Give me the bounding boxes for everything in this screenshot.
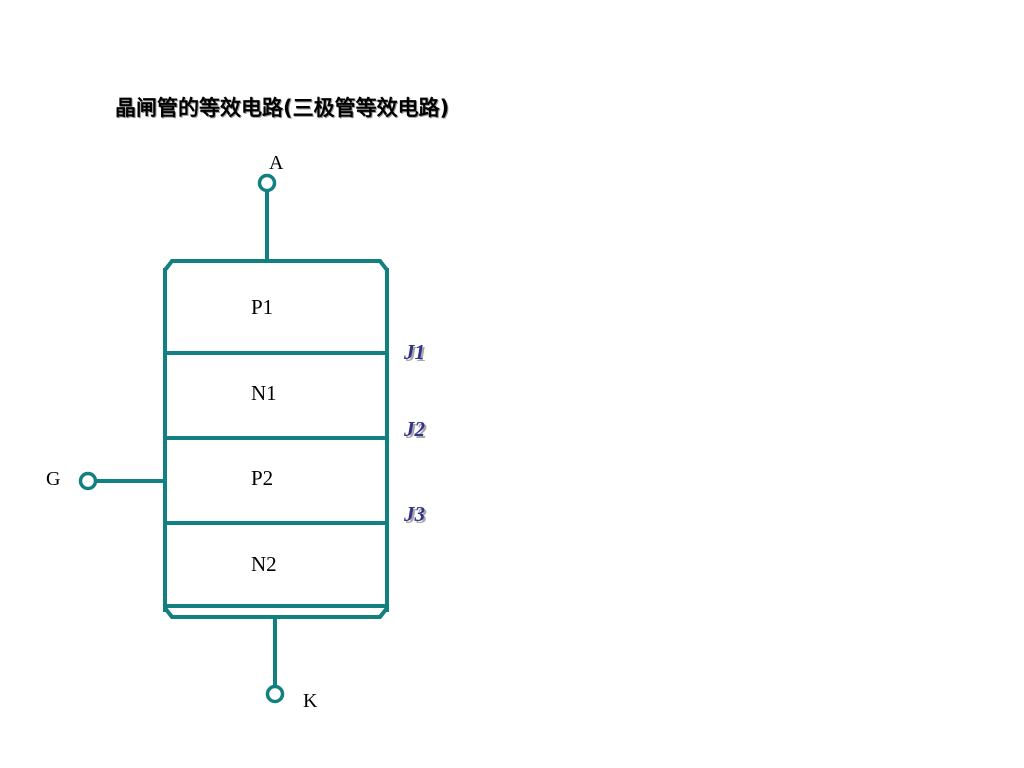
gate-label: G xyxy=(46,468,60,490)
cathode-label: K xyxy=(303,690,318,712)
gate-lead xyxy=(78,471,165,491)
cathode-terminal-icon xyxy=(265,684,285,704)
cathode-lead xyxy=(265,617,285,704)
body-bottom-edge xyxy=(163,606,389,619)
layer-label-n2: N2 xyxy=(251,552,277,576)
layer-label-p2: P2 xyxy=(251,466,273,490)
junction-label-j2: J2 xyxy=(403,417,426,441)
junction-label-j3: J3 xyxy=(403,502,425,526)
junction-label-j1-shadow: J1 xyxy=(405,342,427,366)
layer-label-p1: P1 xyxy=(251,295,273,319)
layer-label-n1: N1 xyxy=(251,381,277,405)
body-top-edge xyxy=(163,259,389,272)
slide-title: 晶闸管的等效电路(三极管等效电路) xyxy=(115,96,450,120)
anode-lead xyxy=(257,173,277,260)
anode-label: A xyxy=(269,152,284,174)
junction-label-j2-shadow: J2 xyxy=(405,419,428,443)
junction-label-j1: J1 xyxy=(403,340,425,364)
gate-terminal-icon xyxy=(78,471,98,491)
junction-label-j3-shadow: J3 xyxy=(405,504,427,528)
anode-terminal-icon xyxy=(257,173,277,193)
